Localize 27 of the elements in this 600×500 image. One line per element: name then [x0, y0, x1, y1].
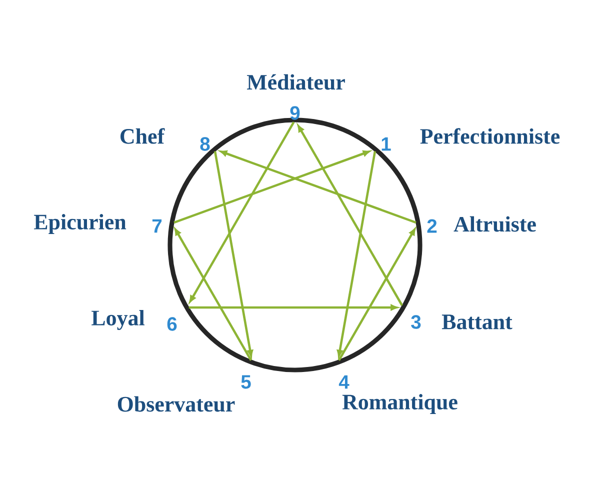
point-label: 9: [290, 106, 300, 120]
type-name: Romantique: [342, 394, 458, 414]
point-label: 4: [338, 375, 350, 389]
point-label: 8: [200, 137, 210, 151]
arrow: [174, 150, 370, 224]
type-name: Chef: [120, 128, 165, 144]
arrow: [214, 151, 254, 357]
point-label: 2: [427, 219, 437, 233]
type-name: Médiateur: [246, 74, 345, 90]
type-name: Altruiste: [454, 216, 536, 232]
point-label: 5: [241, 375, 251, 389]
type-name: Loyal: [92, 310, 144, 330]
point-label: 1: [382, 137, 391, 151]
arrow: [189, 122, 295, 302]
arrow: [174, 228, 252, 361]
type-name: Battant: [442, 314, 512, 330]
arrow: [298, 125, 404, 306]
type-name: Perfectionniste: [420, 128, 560, 144]
type-name: Epicurien: [34, 214, 126, 234]
arrow: [338, 228, 416, 361]
arrow: [188, 304, 398, 310]
arrow: [220, 150, 416, 224]
point-label: 7: [152, 219, 162, 233]
point-label: 3: [411, 315, 421, 329]
point-label: 6: [167, 317, 177, 331]
type-name: Observateur: [118, 396, 235, 412]
arrow: [336, 151, 376, 357]
